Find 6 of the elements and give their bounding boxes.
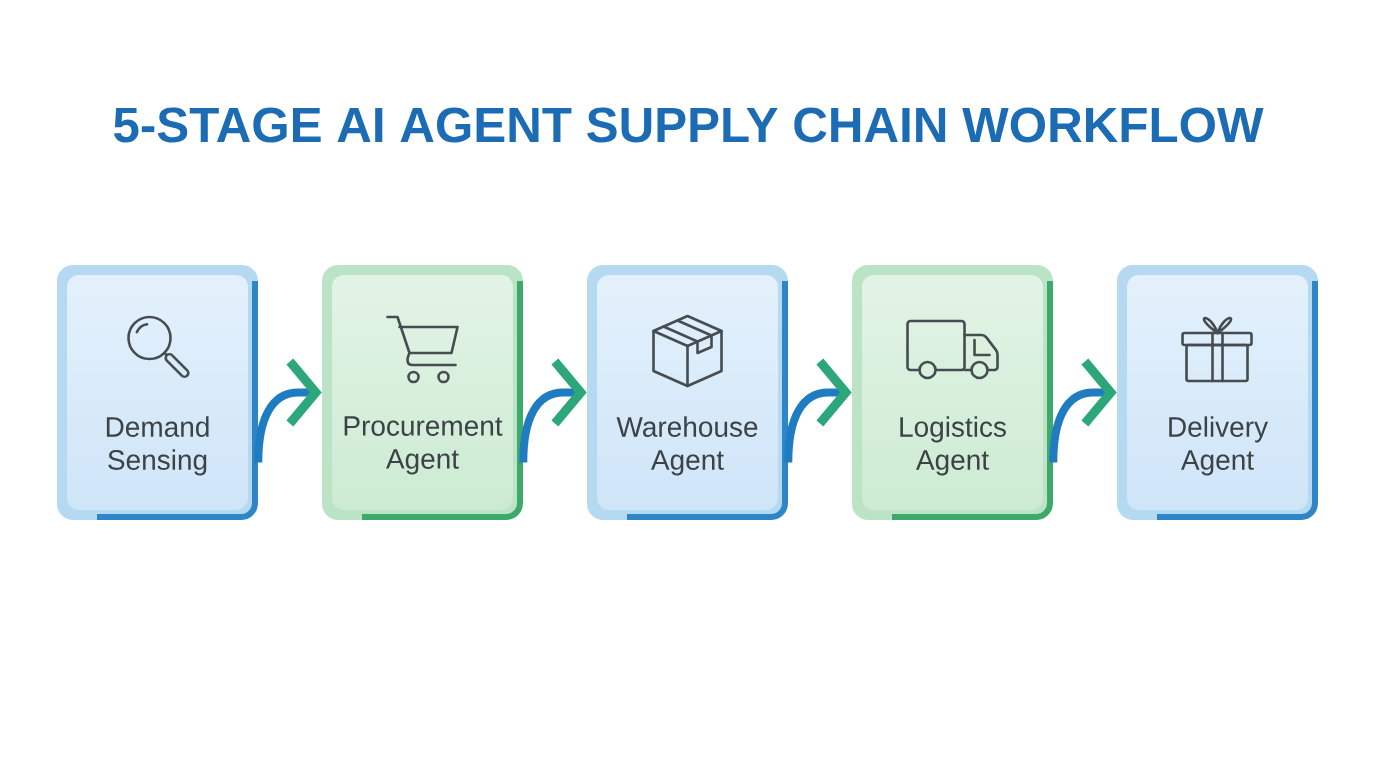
stage-box: Procurement Agent [322, 265, 523, 520]
stage-box: Logistics Agent [852, 265, 1053, 520]
stage-box: Delivery Agent [1117, 265, 1318, 520]
stage-box: Demand Sensing [57, 265, 258, 520]
stage-box: Warehouse Agent [587, 265, 788, 520]
title: 5-STAGE AI AGENT SUPPLY CHAIN WORKFLOW [113, 107, 1264, 143]
